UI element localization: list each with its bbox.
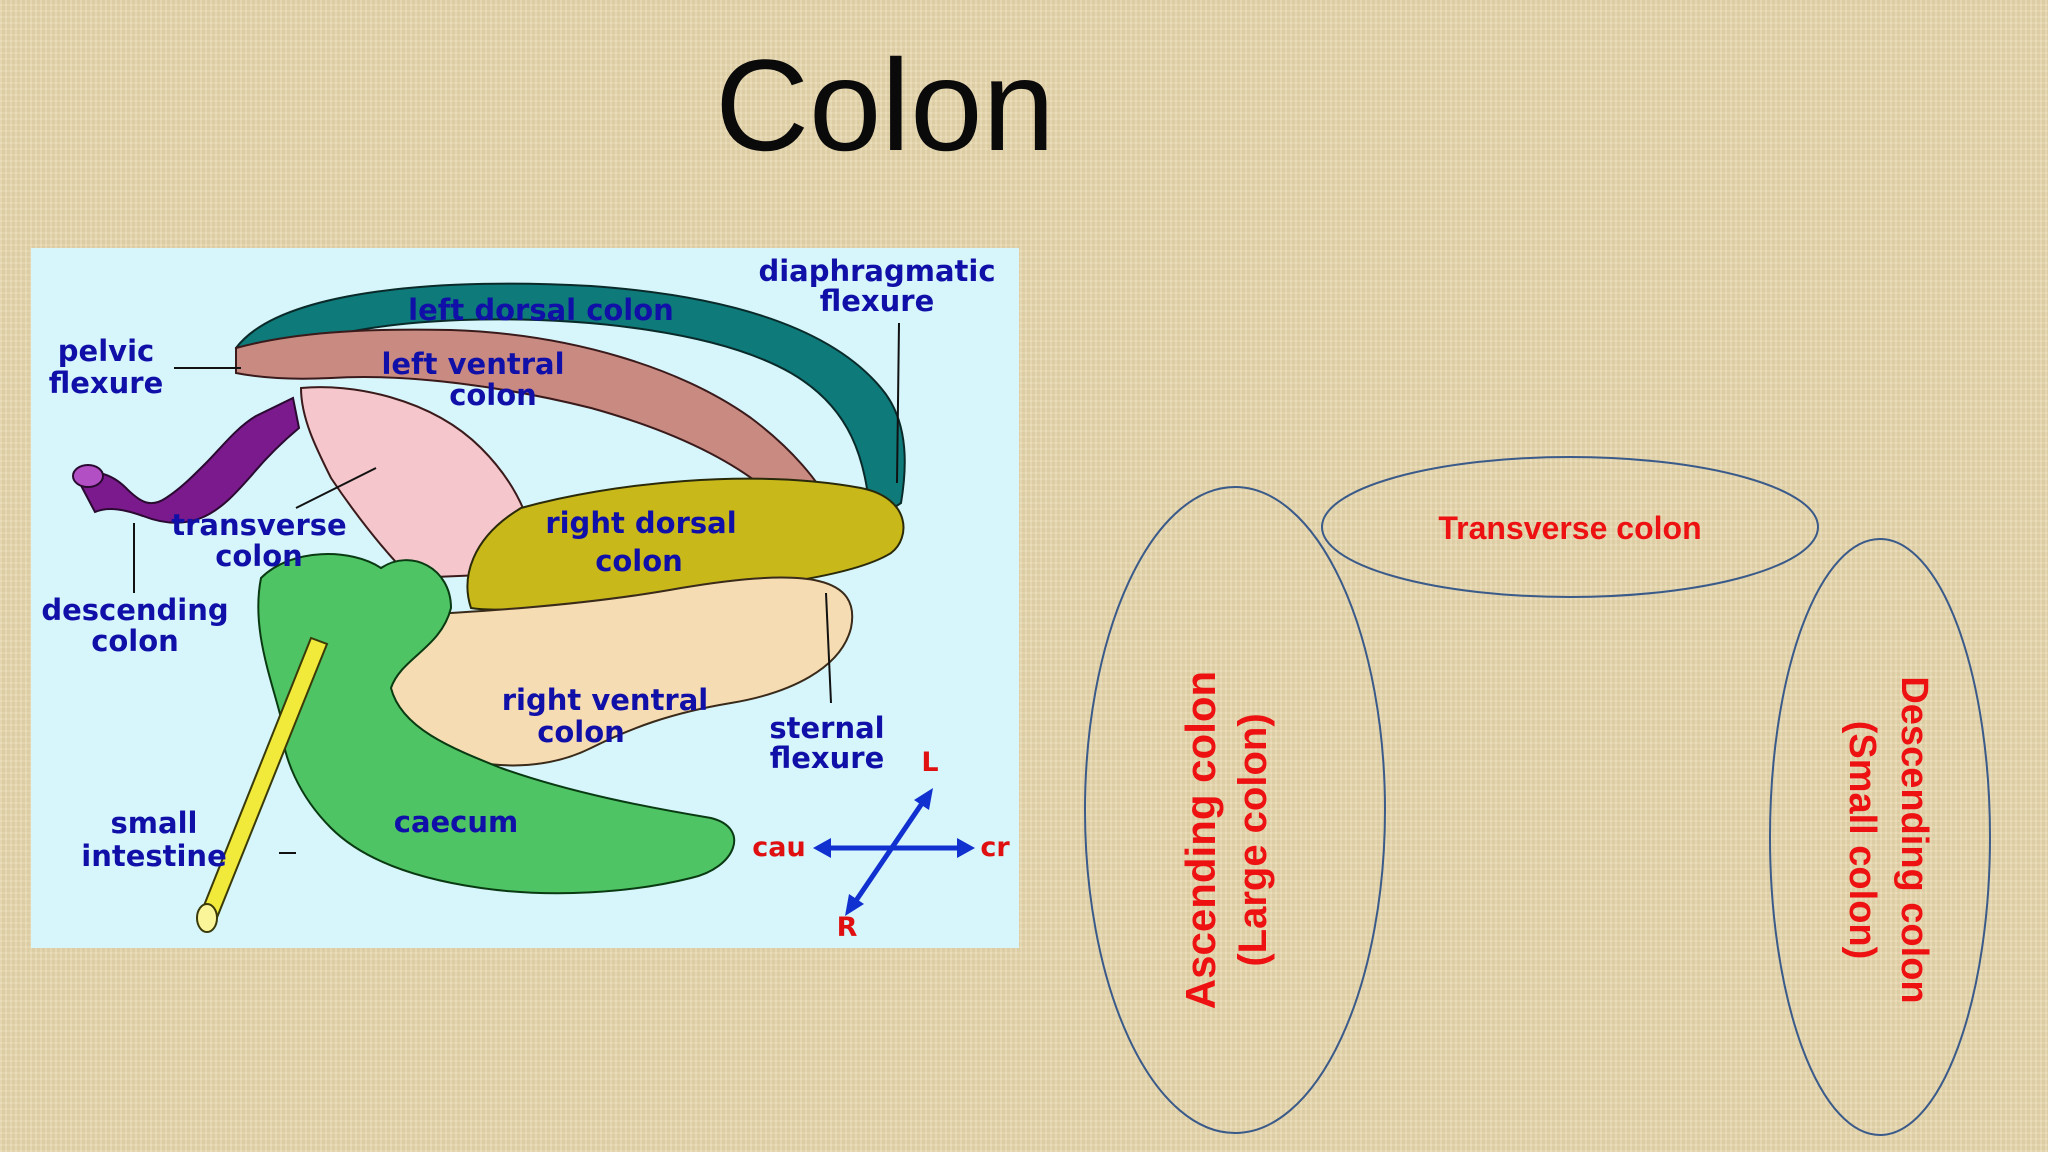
- oval-transverse: [1321, 456, 1819, 598]
- label-right-dorsal-colon-line2: colon: [595, 544, 683, 578]
- compass-arrowhead-cranial: [957, 838, 975, 858]
- oval-descending-label-line2: (Small colon): [1841, 720, 1883, 960]
- label-sternal-flexure-line2: flexure: [770, 741, 885, 775]
- label-small-intestine-line1: small: [111, 806, 198, 840]
- caecum-shape: [257, 553, 736, 895]
- compass-label-left: L: [921, 747, 938, 778]
- label-pelvic-flexure-line1: pelvic: [58, 334, 154, 368]
- label-right-dorsal-colon-line1: right dorsal: [545, 506, 736, 540]
- orientation-compass: L R cau cr: [752, 747, 1010, 943]
- small-intestine-end: [196, 903, 218, 933]
- label-caecum: caecum: [394, 805, 518, 839]
- leader-lines: [133, 322, 900, 854]
- compass-arrowhead-left: [914, 788, 933, 810]
- slide-title: Colon: [715, 32, 1055, 178]
- label-right-ventral-colon-line2: colon: [537, 715, 625, 749]
- label-pelvic-flexure-line2: flexure: [49, 366, 164, 400]
- label-left-ventral-colon-line2: colon: [449, 378, 537, 412]
- oval-transverse-label: Transverse colon: [1438, 510, 1702, 546]
- compass-diagonal-axis: [848, 794, 930, 910]
- label-sternal-flexure-line1: sternal: [769, 711, 884, 745]
- compass-label-caudal: cau: [752, 832, 805, 863]
- oval-descending: [1769, 538, 1991, 1136]
- label-left-dorsal-colon: left dorsal colon: [408, 293, 674, 327]
- oval-ascending: [1084, 486, 1386, 1134]
- colon-diagram-svg: left dorsal colon diaphragmatic flexure …: [41, 254, 1010, 943]
- label-descending-colon-line1: descending: [41, 593, 228, 627]
- oval-descending-label: Descending colon (Small colon): [1836, 650, 1940, 1030]
- label-transverse-colon-line2: colon: [215, 539, 303, 573]
- left-dorsal-colon-shape: [234, 282, 906, 525]
- compass-label-cranial: cr: [980, 832, 1010, 863]
- label-diaphragmatic-flexure-line1: diaphragmatic: [758, 254, 995, 288]
- oval-ascending-label-line1: Ascending colon: [1177, 670, 1224, 1010]
- oval-descending-label-line1: Descending colon: [1893, 676, 1935, 1004]
- colon-diagram: left dorsal colon diaphragmatic flexure …: [31, 248, 1019, 948]
- compass-label-right: R: [837, 912, 858, 943]
- label-descending-colon-line2: colon: [91, 624, 179, 658]
- label-transverse-colon-line1: transverse: [171, 508, 346, 542]
- compass-arrowhead-caudal: [813, 838, 831, 858]
- descending-colon-end: [72, 464, 104, 488]
- label-diaphragmatic-flexure-line2: flexure: [820, 284, 935, 318]
- label-left-ventral-colon-line1: left ventral: [381, 347, 564, 381]
- label-small-intestine-line2: intestine: [81, 839, 227, 873]
- oval-ascending-label-line2: (Large colon): [1231, 713, 1275, 967]
- oval-ascending-label: Ascending colon (Large colon): [1175, 650, 1279, 1030]
- label-right-ventral-colon-line1: right ventral: [502, 683, 709, 717]
- compass-arrowhead-right: [845, 894, 864, 916]
- descending-colon-shape: [74, 396, 301, 524]
